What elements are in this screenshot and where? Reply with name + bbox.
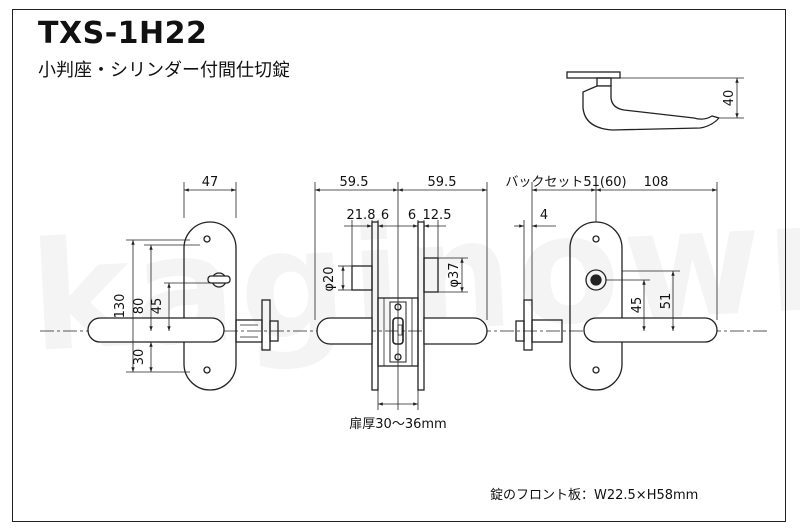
page-title: TXS-1H22 xyxy=(38,16,208,51)
dim-45-left: 45 xyxy=(150,298,165,315)
lever-handle xyxy=(87,317,225,343)
escutcheon-plate-right xyxy=(569,221,623,391)
lever-right-end xyxy=(423,317,488,345)
dim-51: 51 xyxy=(659,293,674,310)
left-dimension-labels: 47 130 80 45 30 xyxy=(113,175,218,365)
dim-125: 12.5 xyxy=(423,208,452,223)
spindle-housing-right xyxy=(531,319,563,343)
profile-lever xyxy=(582,85,721,131)
left-dimensions xyxy=(126,182,237,373)
dim-80: 80 xyxy=(132,298,147,315)
door-thickness-label: 扉厚30〜36mm xyxy=(349,416,446,432)
profile-rose xyxy=(566,71,621,79)
profile-dimensions xyxy=(620,77,744,119)
dim-height-130: 130 xyxy=(113,294,128,319)
lever-left-end xyxy=(316,317,373,345)
dim-width-47: 47 xyxy=(202,175,219,190)
lever-profile-view xyxy=(566,71,721,131)
dim-6-right: 6 xyxy=(408,208,416,223)
center-dimension-labels: 59.5 59.5 21.8 6 6 12.5 φ20 φ37 扉厚30〜36m… xyxy=(322,175,462,432)
dim-6-left: 6 xyxy=(381,208,389,223)
dim-108: 108 xyxy=(644,175,669,190)
screw-top xyxy=(203,235,211,243)
right-dimension-labels: バックセット51(60) 108 4 45 51 xyxy=(505,175,674,313)
cylinder-boss-right xyxy=(423,257,439,293)
screw-bottom xyxy=(203,366,211,374)
right-rear-view xyxy=(515,221,718,391)
rose-plate-right xyxy=(523,299,533,351)
dim-phi37: φ37 xyxy=(447,262,462,287)
front-plate-note: 錠のフロント板：W22.5×H58mm xyxy=(490,488,699,503)
spindle-tail-right xyxy=(515,320,525,342)
lever-handle-right xyxy=(583,317,718,343)
dim-40: 40 xyxy=(722,90,737,107)
right-dimensions xyxy=(514,182,718,331)
rose-left xyxy=(371,221,379,391)
dim-218: 21.8 xyxy=(347,208,376,223)
cylinder-core xyxy=(590,274,602,286)
escutcheon-plate xyxy=(183,221,237,391)
rose-right xyxy=(417,221,425,391)
drawing-frame xyxy=(12,9,786,522)
product-subtitle: 小判座・シリンダー付間仕切錠 xyxy=(38,60,290,81)
dim-4: 4 xyxy=(540,208,548,223)
center-dimensions xyxy=(314,182,488,410)
indicator-slot xyxy=(207,275,231,284)
dim-595-right: 59.5 xyxy=(428,175,457,190)
profile-neck xyxy=(596,77,612,87)
dim-phi20: φ20 xyxy=(322,266,337,291)
thumbturn-boss-left xyxy=(351,265,373,291)
rose-plate xyxy=(261,299,271,351)
dim-595-left: 59.5 xyxy=(340,175,369,190)
backset-label: バックセット51(60) xyxy=(505,175,626,190)
left-front-view xyxy=(87,221,279,391)
center-section-view xyxy=(316,221,488,391)
dim-30: 30 xyxy=(132,349,147,366)
cylinder-tail xyxy=(269,320,279,342)
dim-45-right: 45 xyxy=(630,297,645,314)
